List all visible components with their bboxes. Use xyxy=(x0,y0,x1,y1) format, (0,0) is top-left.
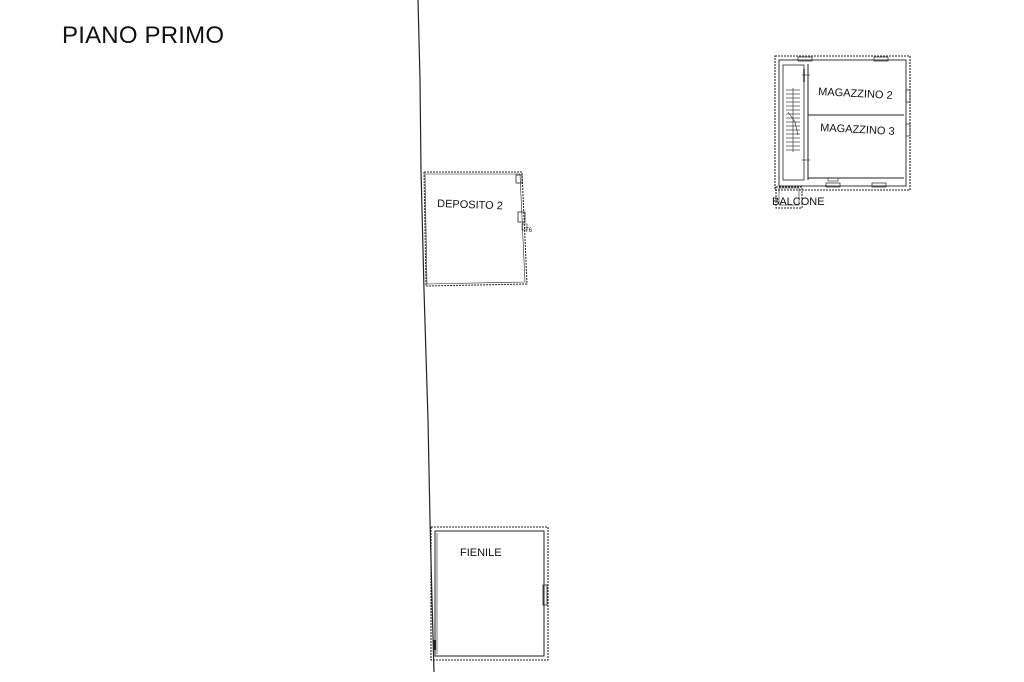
room-label-magazzino-3: MAGAZZINO 3 xyxy=(820,122,895,138)
room-label-balcone: BALCONE xyxy=(772,196,825,208)
room-label-magazzino-2: MAGAZZINO 2 xyxy=(818,86,893,102)
room-label-fienile: FIENILE xyxy=(460,547,502,559)
room-label-deposito: DEPOSITO 2 xyxy=(437,198,503,212)
room-tag-deposito: T6 xyxy=(525,228,533,234)
building-magazzini: MAGAZZINO 2 MAGAZZINO 3 BALCONE xyxy=(772,55,911,209)
room-deposito-2: DEPOSITO 2 T6 xyxy=(423,171,533,287)
property-boundary-line xyxy=(417,0,435,673)
room-fienile: FIENILE xyxy=(430,526,549,661)
floor-title: PIANO PRIMO xyxy=(62,22,225,49)
